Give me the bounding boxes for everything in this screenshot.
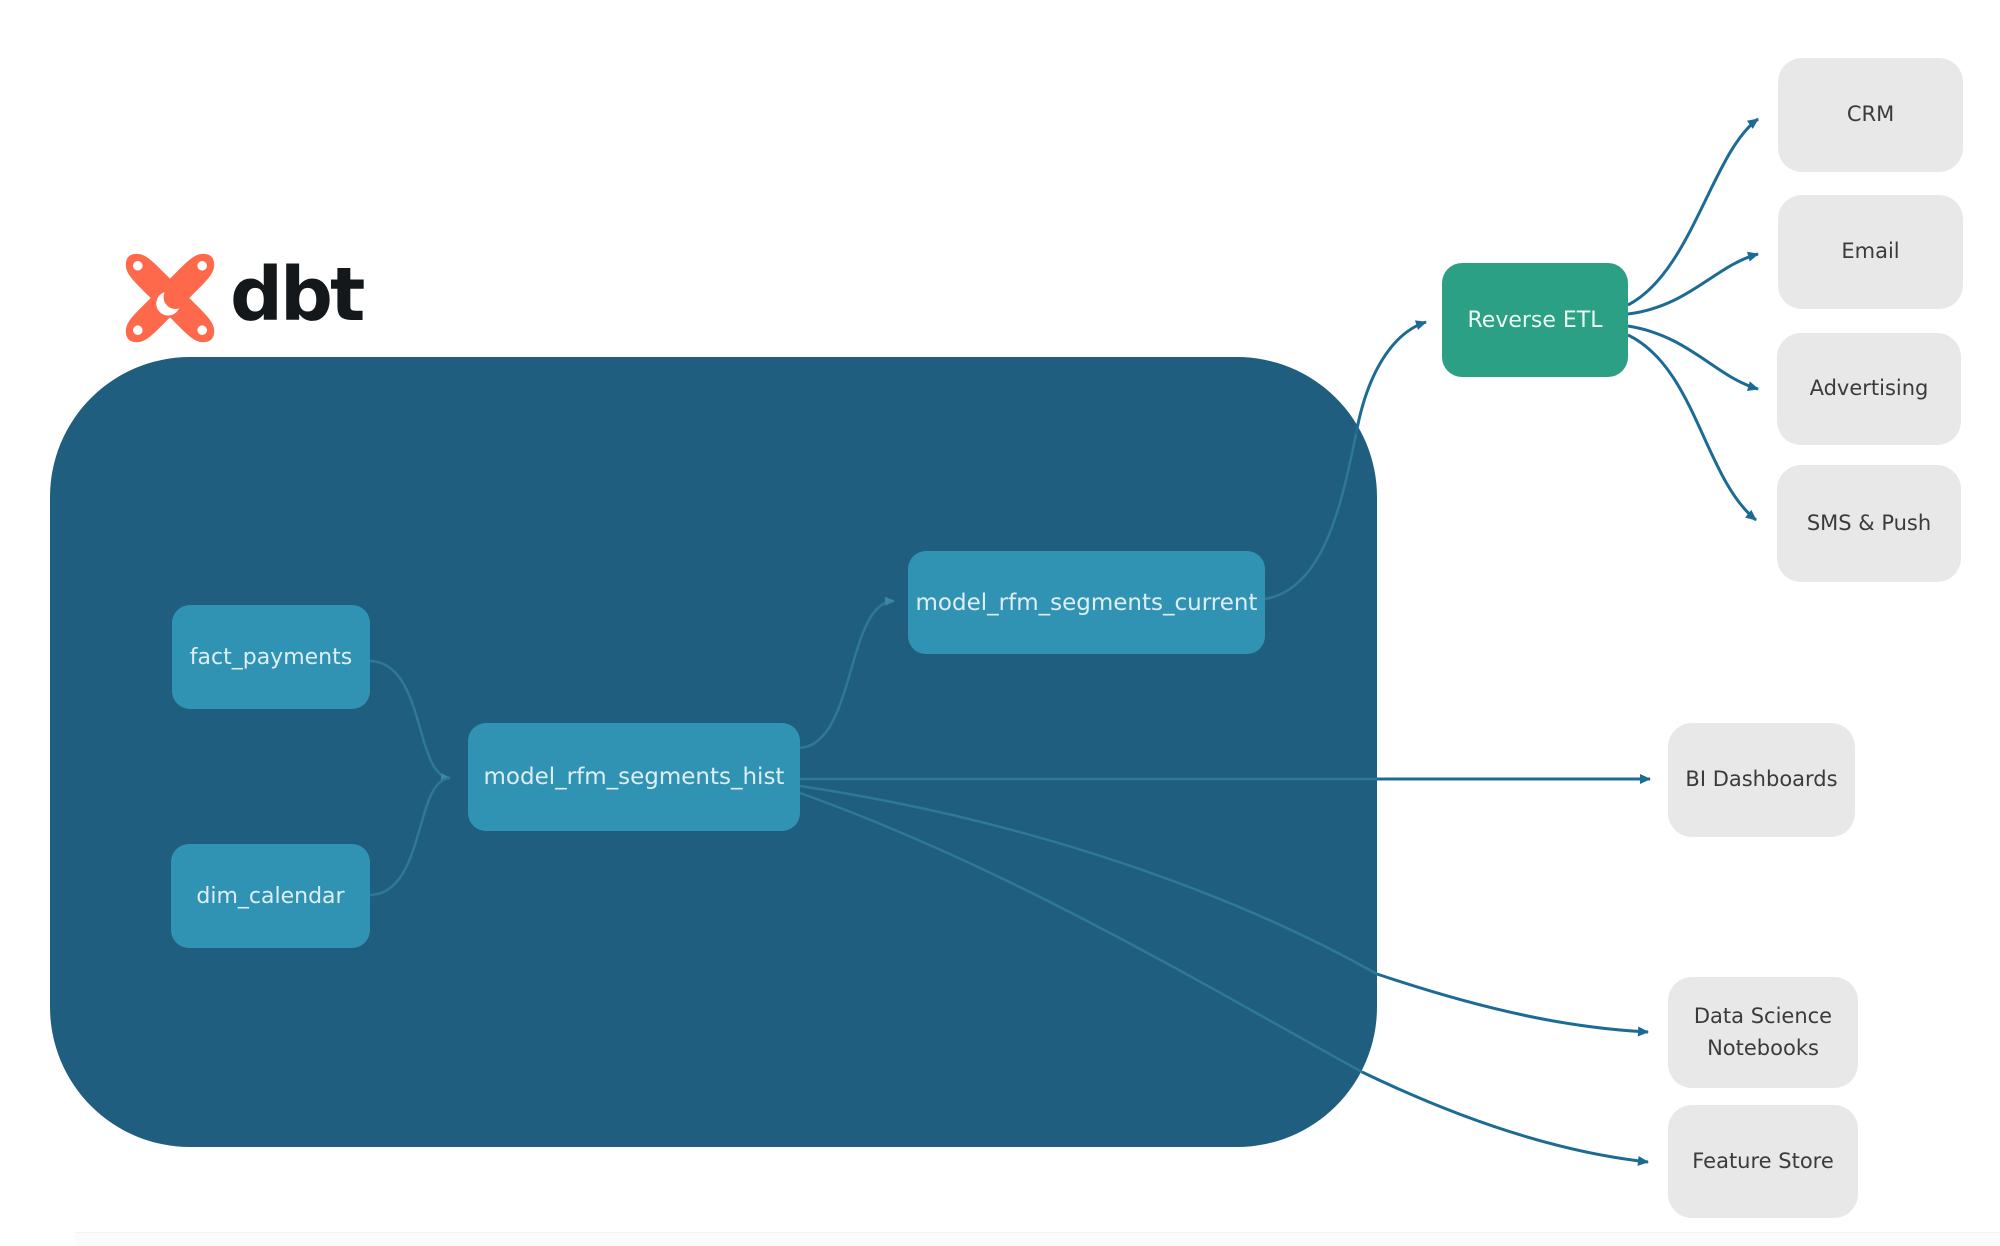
node-feature-store-label: Feature Store	[1692, 1148, 1834, 1173]
bottom-strip	[75, 1232, 2000, 1246]
edge-hist-to-feature-store	[1361, 1070, 1649, 1166]
node-crm: CRM	[1778, 58, 1963, 172]
node-model-rfm-segments-current: model_rfm_segments_current	[908, 551, 1265, 654]
node-dim-calendar-label: dim_calendar	[196, 883, 345, 909]
node-data-science-notebooks-label: Data Science Notebooks	[1693, 1004, 1833, 1060]
node-reverse-etl-label: Reverse ETL	[1467, 307, 1603, 333]
dbt-logo: dbt	[124, 252, 365, 344]
edge-reverse-etl-to-email	[1627, 251, 1759, 316]
node-sms-push-label: SMS & Push	[1806, 510, 1932, 535]
node-advertising-label: Advertising	[1809, 376, 1929, 401]
node-email-label: Email	[1841, 239, 1900, 264]
node-reverse-etl: Reverse ETL	[1442, 263, 1628, 377]
dbt-logo-wordmark: dbt	[230, 252, 365, 338]
edge-reverse-etl-to-crm	[1627, 117, 1759, 307]
node-advertising: Advertising	[1777, 333, 1961, 445]
node-data-science-notebooks: Data Science Notebooks	[1668, 977, 1858, 1088]
edge-reverse-etl-to-sms-push	[1627, 333, 1757, 522]
edge-reverse-etl-to-advertising	[1627, 324, 1759, 391]
node-bi-dashboards: BI Dashboards	[1668, 723, 1855, 837]
node-model-rfm-segments-current-label: model_rfm_segments_current	[915, 589, 1258, 616]
edge-current-to-reverse-etl	[1354, 320, 1427, 435]
dbt-logo-icon	[125, 253, 215, 343]
node-model-rfm-segments-hist: model_rfm_segments_hist	[468, 723, 800, 831]
node-feature-store: Feature Store	[1668, 1105, 1858, 1218]
node-sms-push: SMS & Push	[1777, 465, 1961, 582]
edge-hist-to-data-science-notebooks	[1376, 972, 1649, 1037]
node-fact-payments: fact_payments	[172, 605, 370, 709]
node-bi-dashboards-label: BI Dashboards	[1685, 767, 1838, 792]
node-crm-label: CRM	[1846, 102, 1895, 127]
node-dim-calendar: dim_calendar	[171, 844, 370, 948]
node-fact-payments-label: fact_payments	[189, 644, 353, 670]
node-email: Email	[1778, 195, 1963, 309]
node-model-rfm-segments-hist-label: model_rfm_segments_hist	[483, 764, 785, 790]
